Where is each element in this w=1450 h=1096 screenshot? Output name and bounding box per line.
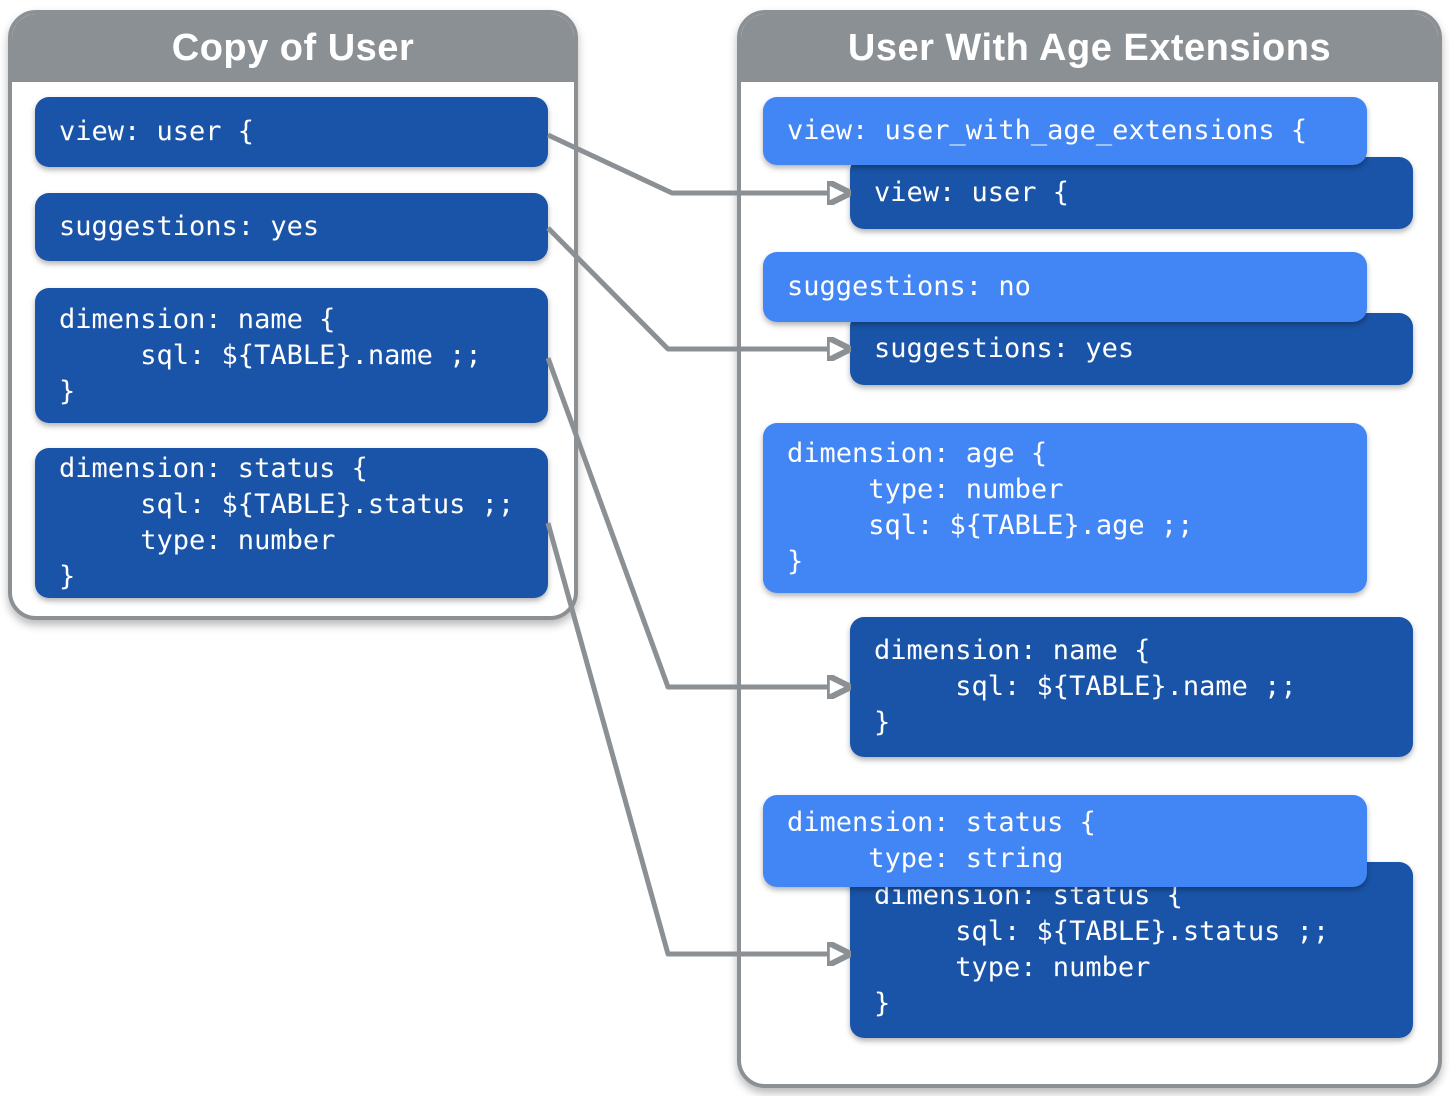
code-block-suggestions-no: suggestions: no [763,252,1367,322]
panel-user-with-age-extensions: User With Age Extensions view: user { vi… [737,10,1442,1088]
code-block-dimension-age: dimension: age { type: number sql: ${TAB… [763,423,1367,593]
code-block-dimension-status-inherited: dimension: status { sql: ${TABLE}.status… [850,862,1413,1038]
code-text: dimension: status { sql: ${TABLE}.status… [874,880,1330,1019]
code-text: dimension: status { type: string [787,807,1096,874]
panel-copy-of-user-title: Copy of User [12,14,574,82]
code-text: view: user_with_age_extensions { [787,115,1308,146]
code-block-dimension-status-override: dimension: status { type: string [763,795,1367,887]
code-block-view-user: view: user { [35,97,548,167]
code-block-suggestions-yes-inherited: suggestions: yes [850,313,1413,385]
code-text: suggestions: no [787,271,1031,302]
code-text: dimension: name { sql: ${TABLE}.name ;; … [59,303,482,407]
panel-title-text: User With Age Extensions [847,26,1332,69]
code-block-dimension-name-inherited: dimension: name { sql: ${TABLE}.name ;; … [850,617,1413,757]
panel-user-with-age-extensions-title: User With Age Extensions [741,14,1438,82]
panel-title-text: Copy of User [171,26,415,69]
code-text: view: user { [874,177,1070,208]
code-block-view-user-inherited: view: user { [850,157,1413,229]
panel-copy-of-user: Copy of User view: user { suggestions: y… [8,10,578,620]
code-text: dimension: name { sql: ${TABLE}.name ;; … [874,635,1297,738]
code-block-dimension-status: dimension: status { sql: ${TABLE}.status… [35,448,548,598]
code-text: suggestions: yes [874,333,1135,364]
code-block-dimension-name: dimension: name { sql: ${TABLE}.name ;; … [35,288,548,423]
code-block-suggestions-yes: suggestions: yes [35,193,548,261]
code-text: dimension: age { type: number sql: ${TAB… [787,438,1194,577]
code-block-view-user-with-age-extensions: view: user_with_age_extensions { [763,97,1367,165]
code-text: dimension: status { sql: ${TABLE}.status… [59,453,515,592]
code-text: view: user { [59,116,255,147]
code-text: suggestions: yes [59,211,320,242]
